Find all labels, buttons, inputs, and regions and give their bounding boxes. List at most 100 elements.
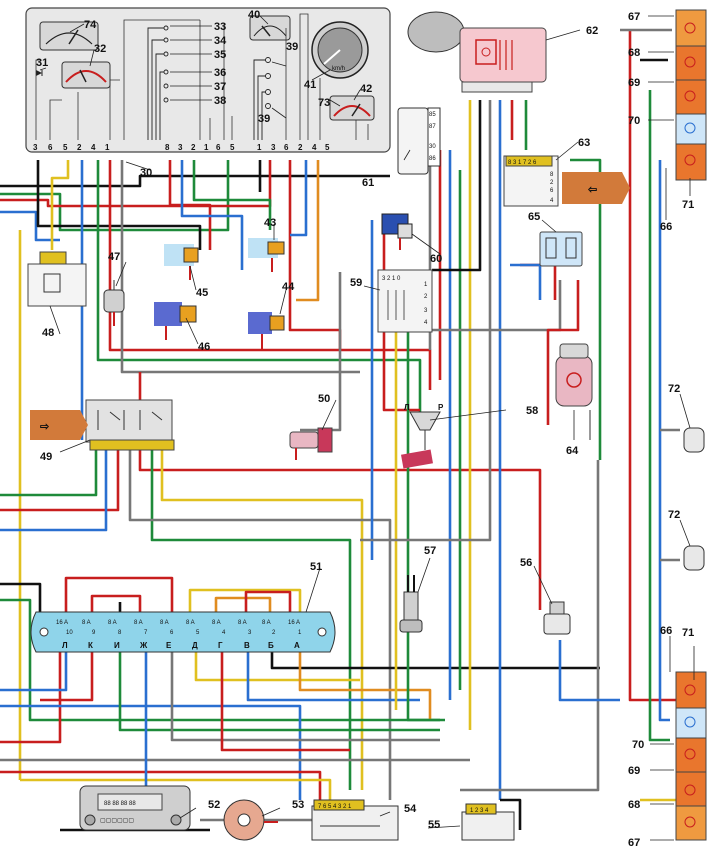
label-58: 58: [526, 405, 538, 417]
label-39: 39: [286, 41, 298, 53]
label-69-bottom: 69: [628, 765, 640, 777]
svg-text:8 A: 8 A: [160, 620, 169, 626]
svg-text:5: 5: [63, 143, 68, 152]
svg-text:6: 6: [216, 143, 221, 152]
label-70-top: 70: [628, 115, 640, 127]
label-46: 46: [198, 341, 210, 353]
block-55: 1 2 3 4: [461, 803, 515, 841]
svg-text:8 A: 8 A: [186, 620, 195, 626]
svg-text:▢▢▢▢▢▢: ▢▢▢▢▢▢: [100, 818, 134, 824]
svg-text:8 A: 8 A: [238, 620, 247, 626]
relay-59: 3 2 1 0 1 2 3 4: [377, 269, 433, 333]
licence-lamp-72-top: [683, 427, 705, 453]
arrow-icon: ⇦: [587, 184, 597, 196]
relay-48: [27, 251, 87, 307]
sensor-57: [399, 575, 423, 633]
svg-text:8: 8: [165, 143, 170, 152]
svg-text:3: 3: [271, 143, 276, 152]
svg-text:88 88 88 88: 88 88 88 88: [104, 801, 136, 807]
label-39b: 39: [258, 113, 270, 125]
svg-text:1: 1: [298, 630, 302, 636]
label-56: 56: [520, 557, 532, 569]
svg-text:В: В: [244, 641, 250, 650]
rear-lamp-bottom: [675, 671, 707, 841]
label-71-top: 71: [682, 199, 694, 211]
label-69-top: 69: [628, 77, 640, 89]
label-34: 34: [214, 35, 227, 47]
label-72-bottom: 72: [668, 509, 680, 521]
svg-text:8 A: 8 A: [212, 620, 221, 626]
label-36: 36: [214, 67, 226, 79]
svg-text:2: 2: [550, 180, 554, 186]
svg-text:Б: Б: [268, 641, 274, 650]
svg-text:9: 9: [92, 630, 96, 636]
label-33: 33: [214, 21, 226, 33]
svg-text:1: 1: [105, 143, 110, 152]
label-65: 65: [528, 211, 540, 223]
svg-text:4: 4: [312, 143, 317, 152]
svg-text:1: 1: [204, 143, 209, 152]
label-68-top: 68: [628, 47, 640, 59]
label-74: 74: [84, 19, 97, 31]
rear-lamp-top: [675, 9, 707, 181]
svg-text:8 A: 8 A: [108, 620, 117, 626]
svg-text:И: И: [114, 641, 120, 650]
connector-61: 85 87 30 86: [397, 107, 441, 175]
svg-text:10: 10: [66, 630, 73, 636]
svg-text:3: 3: [178, 143, 183, 152]
label-37: 37: [214, 81, 226, 93]
svg-text:3: 3: [424, 308, 428, 314]
cluster-pins: 3 6 5 2 4 1 8 3 2 1 6 5 1 3 6 2 4 5: [33, 143, 330, 152]
svg-text:2: 2: [191, 143, 196, 152]
svg-text:Р: Р: [438, 403, 444, 412]
licence-lamp-72-bottom: [683, 545, 705, 571]
svg-text:8 3 1 7 2 6: 8 3 1 7 2 6: [508, 160, 537, 166]
label-35: 35: [214, 49, 226, 61]
svg-text:Е: Е: [166, 641, 172, 650]
label-59: 59: [350, 277, 362, 289]
svg-text:2: 2: [424, 294, 428, 300]
svg-text:1: 1: [257, 143, 262, 152]
svg-text:А: А: [294, 641, 300, 650]
label-62: 62: [586, 25, 598, 37]
svg-text:6: 6: [284, 143, 289, 152]
label-71-bottom: 71: [682, 627, 694, 639]
label-60: 60: [430, 253, 442, 265]
svg-text:Ж: Ж: [139, 641, 148, 650]
motor-64: [555, 343, 593, 440]
svg-text:5: 5: [230, 143, 235, 152]
svg-text:2: 2: [77, 143, 82, 152]
sensor-56: [543, 601, 571, 635]
svg-text:86: 86: [429, 156, 436, 162]
svg-text:4: 4: [424, 320, 428, 326]
leader-lines: [39, 15, 695, 841]
label-31: 31: [36, 57, 48, 69]
svg-text:2: 2: [272, 630, 276, 636]
svg-text:Д: Д: [192, 641, 198, 650]
svg-text:2: 2: [298, 143, 303, 152]
label-67-top: 67: [628, 11, 640, 23]
switch-60: [381, 213, 413, 250]
label-72-top: 72: [668, 383, 680, 395]
svg-text:Л: Л: [62, 641, 68, 650]
svg-text:К: К: [88, 641, 93, 650]
label-57: 57: [424, 545, 436, 557]
sensor-44: [248, 312, 285, 350]
indicator-lamps: [147, 25, 169, 140]
sensor-45: [164, 244, 199, 280]
label-47: 47: [108, 251, 120, 263]
svg-text:3 2 1 0: 3 2 1 0: [382, 276, 401, 282]
block-54: 7 6 5 4 3 2 1: [311, 799, 399, 841]
svg-text:8 A: 8 A: [262, 620, 271, 626]
svg-text:8 A: 8 A: [134, 620, 143, 626]
fuse-box-51: 16 A 8 A 8 A 8 A 8 A 8 A 8 A 8 A 8 A 16 …: [30, 611, 336, 653]
label-48: 48: [42, 327, 54, 339]
svg-text:6: 6: [170, 630, 174, 636]
svg-text:Г: Г: [218, 641, 223, 650]
label-40: 40: [248, 9, 260, 21]
component-labels: 30 31 32 33 34 35 36 37 38 39 39 40 41 4…: [36, 9, 694, 849]
svg-text:4: 4: [222, 630, 226, 636]
label-63: 63: [578, 137, 590, 149]
svg-text:8 A: 8 A: [82, 620, 91, 626]
